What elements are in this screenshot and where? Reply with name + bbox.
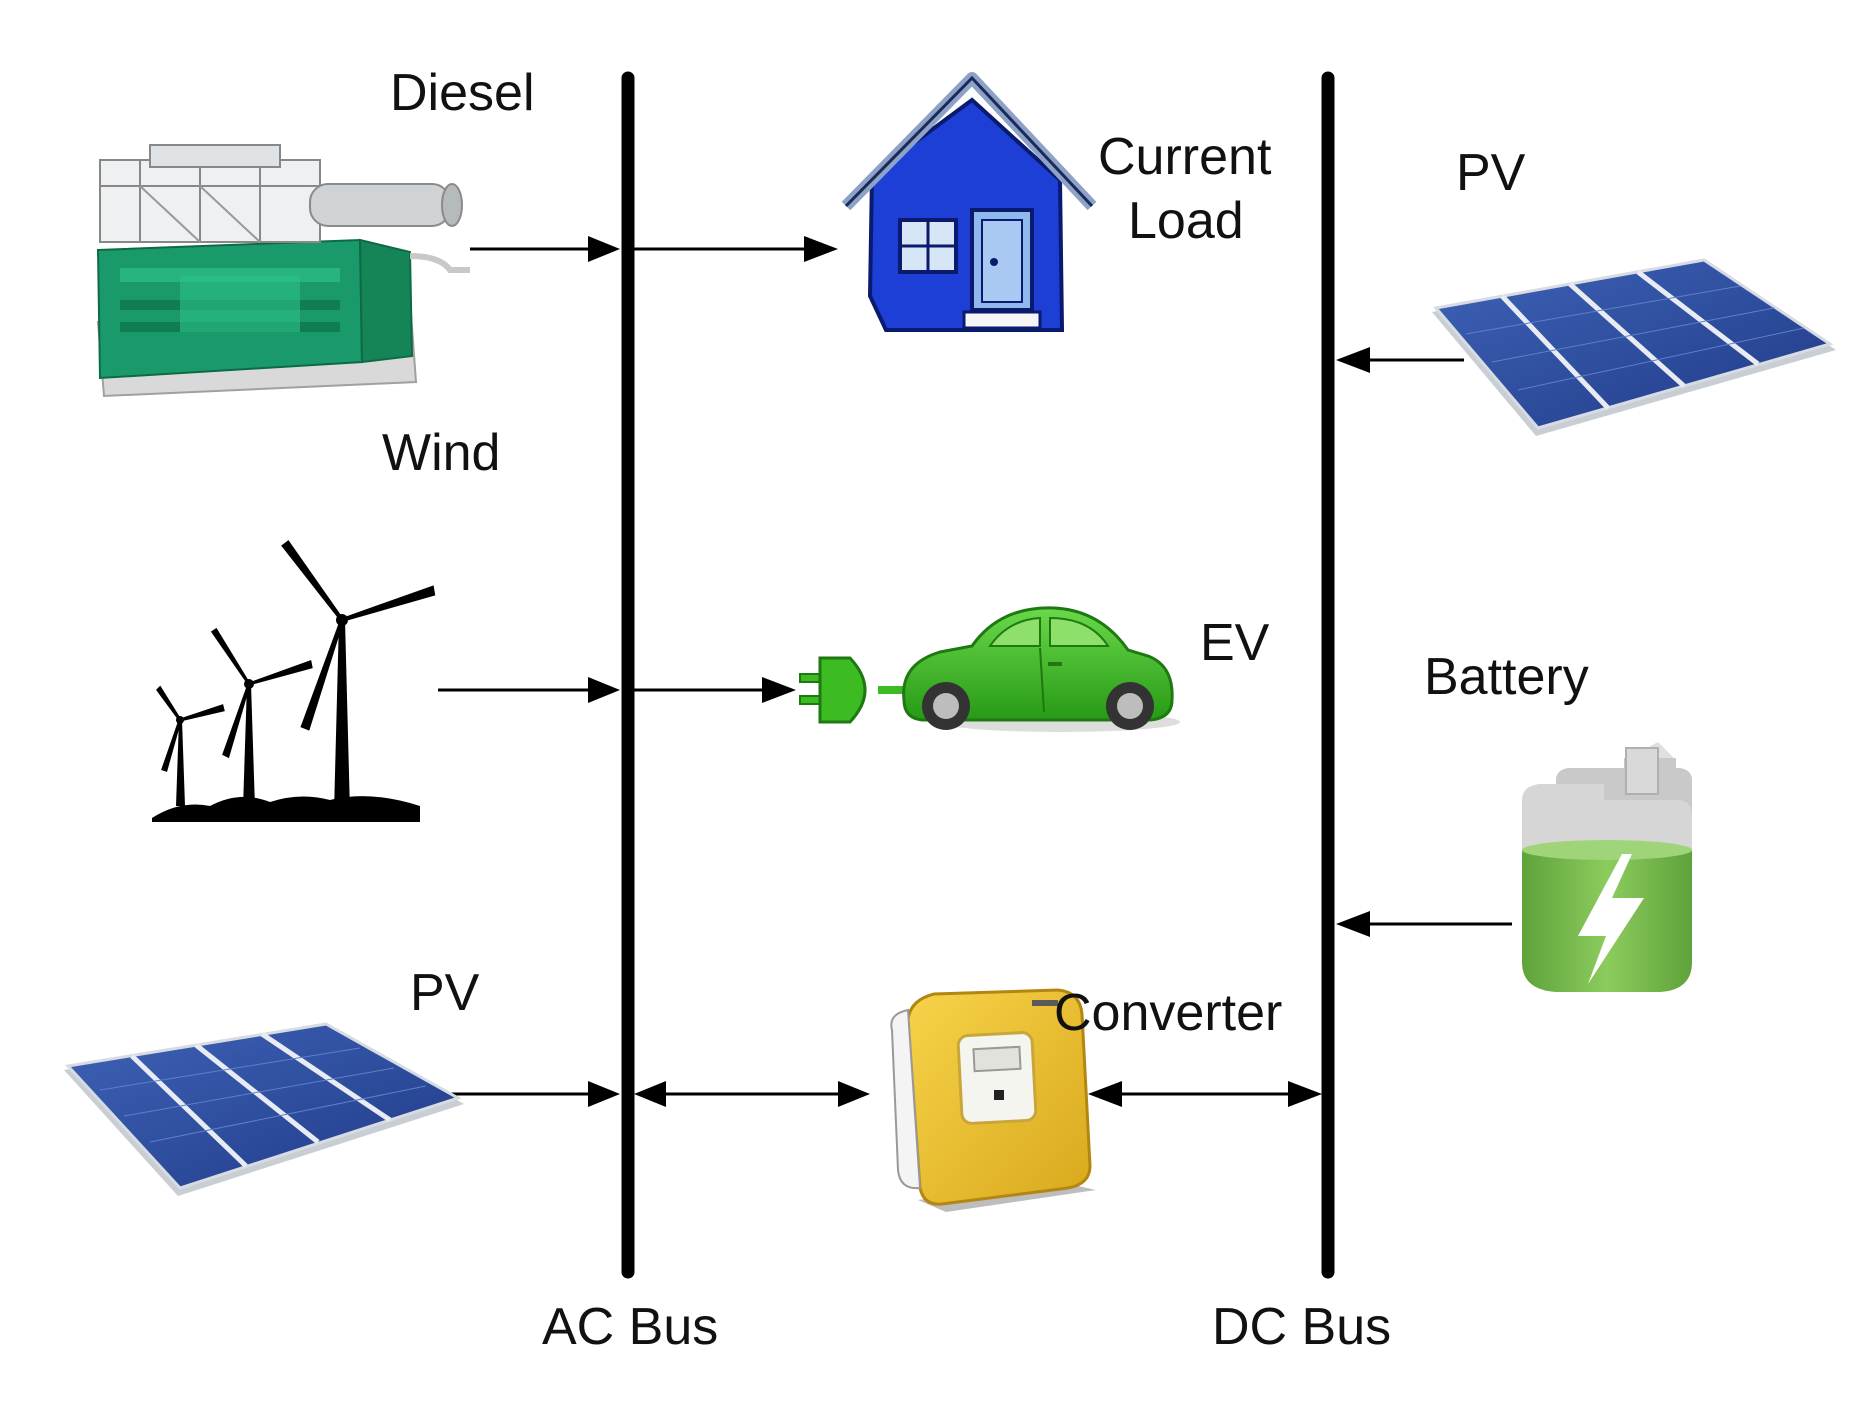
ac-to-ev-arrow	[634, 677, 796, 703]
current-load-label-line1: Current	[1098, 128, 1272, 186]
ac-converter-bidirectional-arrow	[634, 1081, 870, 1107]
pv-right-label: PV	[1456, 144, 1526, 202]
diesel-to-ac-arrow	[470, 236, 620, 262]
pv-left-label: PV	[410, 964, 480, 1022]
solar-panel-left-icon	[64, 1022, 464, 1196]
solar-panel-right-icon	[1432, 258, 1836, 436]
battery-label: Battery	[1424, 648, 1589, 706]
diesel-label: Diesel	[390, 64, 535, 122]
battery-to-dc-arrow	[1336, 911, 1512, 937]
ev-label: EV	[1200, 614, 1270, 672]
converter-dc-bidirectional-arrow	[1088, 1081, 1322, 1107]
wind-label: Wind	[382, 424, 500, 482]
ac-to-load-arrow	[634, 236, 838, 262]
converter-label: Converter	[1054, 984, 1282, 1042]
inverter-icon	[890, 988, 1096, 1212]
house-icon	[841, 72, 1097, 332]
battery-icon	[1522, 742, 1692, 992]
electric-car-icon	[902, 606, 1180, 732]
wind-to-ac-arrow	[438, 677, 620, 703]
wind-turbines-icon	[152, 540, 436, 822]
dc-bus-label: DC Bus	[1212, 1298, 1391, 1356]
ac-bus-label: AC Bus	[542, 1298, 718, 1356]
power-plug-icon	[799, 656, 904, 724]
diesel-generator-icon	[96, 144, 470, 398]
current-load-label-line2: Load	[1128, 192, 1244, 250]
pv-to-dc-arrow	[1336, 347, 1464, 373]
pv-to-ac-arrow	[438, 1081, 620, 1107]
